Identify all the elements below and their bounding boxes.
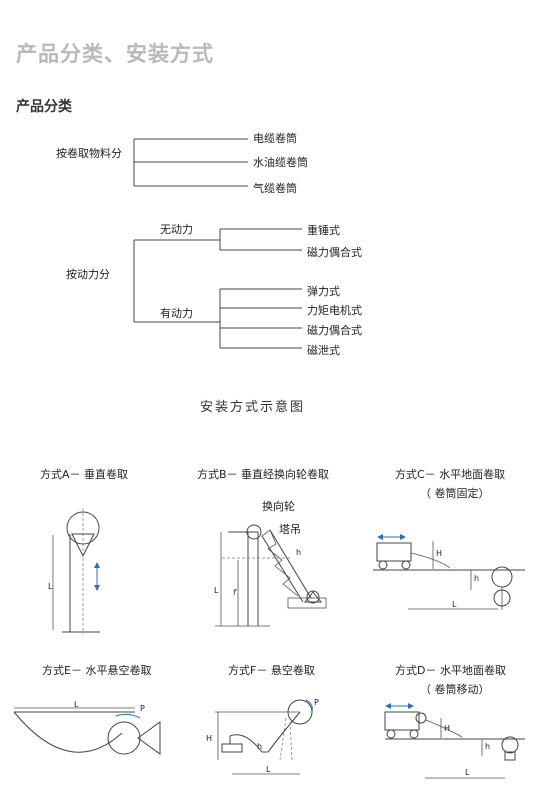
- material-item: 气缆卷筒: [253, 182, 297, 195]
- mode-b-label: 方式B－ 垂直经换向轮卷取: [197, 468, 330, 481]
- mode-e-diagram: [13, 707, 161, 755]
- powered-item: 弹力式: [307, 285, 340, 298]
- mode-c-label: 方式C－ 水平地面卷取: [395, 468, 506, 481]
- mode-d-label: 方式D－ 水平地面卷取: [395, 664, 506, 677]
- mode-a-label: 方式A－ 垂直卷取: [40, 468, 129, 481]
- mode-d-diagram: [384, 703, 525, 779]
- dim-e-L: L: [74, 700, 79, 709]
- dim-f-H: H: [206, 734, 213, 743]
- dim-c-h: h: [474, 574, 480, 583]
- dim-c-L: L: [452, 600, 457, 609]
- install-title: 安装方式示意图: [200, 400, 306, 415]
- powered-item: 磁力偶合式: [307, 324, 362, 337]
- powered-item: 磁泄式: [307, 344, 340, 357]
- dim-b-h: h: [296, 548, 302, 557]
- mode-b-diagram: [215, 524, 327, 627]
- mode-d-sub: （ 卷筒移动）: [420, 683, 490, 696]
- dim-b-f: f: [233, 588, 236, 597]
- powered-label: 有动力: [160, 307, 193, 320]
- unpowered-item: 重锤式: [307, 224, 340, 237]
- mode-e-label: 方式E－ 水平悬空卷取: [42, 664, 152, 677]
- dim-a-L: L: [48, 582, 53, 591]
- unpowered-label: 无动力: [160, 223, 193, 236]
- dim-d-L: L: [465, 768, 470, 777]
- mode-a-diagram: [52, 508, 100, 634]
- dim-f-L: L: [266, 765, 271, 774]
- category-by-material: 按卷取物料分: [56, 147, 122, 160]
- category-by-power: 按动力分: [66, 268, 110, 281]
- powered-item: 力矩电机式: [307, 304, 362, 317]
- wheel-label: 换向轮: [262, 500, 295, 513]
- dim-e-P: P: [140, 704, 145, 713]
- dim-b-L: L: [214, 586, 219, 595]
- dim-d-h: h: [485, 742, 491, 751]
- dim-d-H: H: [444, 724, 451, 733]
- mode-f-label: 方式F－ 悬空卷取: [228, 664, 315, 677]
- material-item: 电缆卷筒: [253, 132, 297, 145]
- mode-f-diagram: [215, 699, 313, 775]
- dim-f-P: P: [314, 698, 319, 707]
- page-title: 产品分类、安装方式: [16, 42, 214, 66]
- material-item: 水油缆卷筒: [253, 156, 308, 169]
- mode-c-sub: （ 卷筒固定）: [420, 487, 490, 500]
- dim-c-H: H: [436, 549, 443, 558]
- unpowered-item: 磁力偶合式: [307, 246, 362, 259]
- tower-label: 塔吊: [279, 523, 301, 536]
- section-title: 产品分类: [16, 99, 72, 115]
- dim-f-h: h: [257, 742, 263, 751]
- mode-c-diagram: [373, 534, 525, 610]
